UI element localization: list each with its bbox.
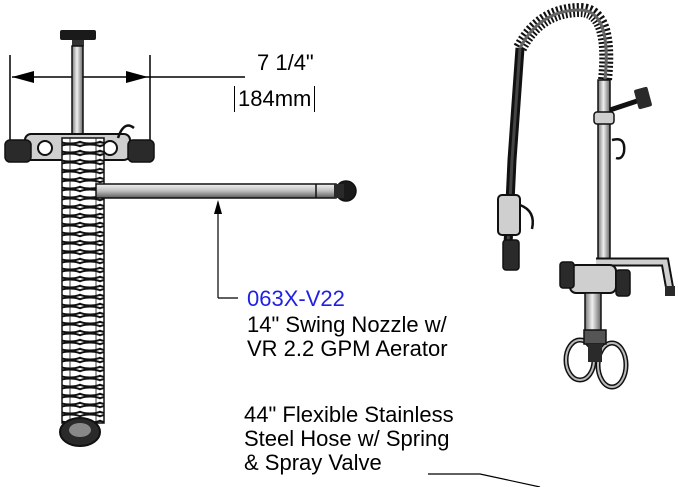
nozzle-description-line2: VR 2.2 GPM Aerator <box>247 336 448 361</box>
dimension-imperial: 7 1/4" <box>257 50 314 75</box>
hose-description-line2: Steel Hose w/ Spring <box>244 426 450 451</box>
nozzle-part-number: 063X-V22 <box>247 286 345 311</box>
dimension-metric: 184mm <box>234 86 316 112</box>
spring-hose-front <box>61 137 105 424</box>
front-view-faucet <box>4 30 357 447</box>
nozzle-description-line1: 14" Swing Nozzle w/ <box>247 312 447 337</box>
swing-nozzle <box>95 183 337 199</box>
isometric-view-faucet <box>497 2 675 390</box>
hose-description-line3: & Spray Valve <box>244 450 382 475</box>
dimension-metric-text: 184mm <box>238 86 312 111</box>
hose-description-line1: 44" Flexible Stainless <box>244 402 454 427</box>
